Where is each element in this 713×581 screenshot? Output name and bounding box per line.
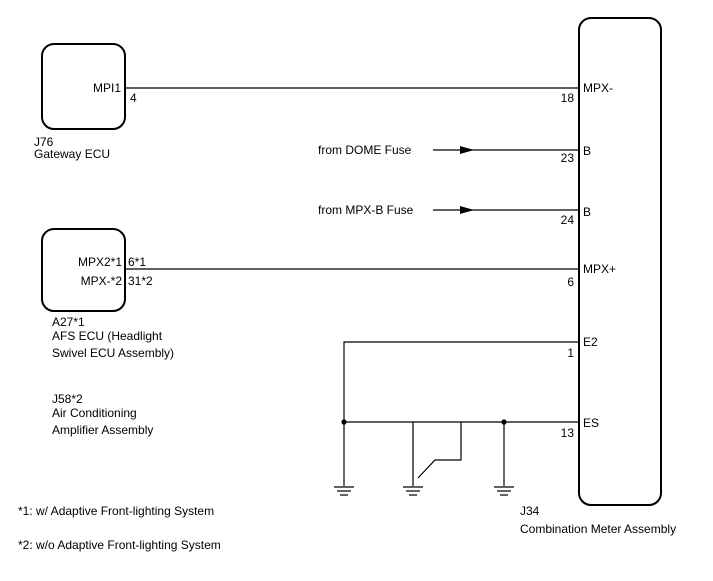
meter-pin-number-18: 18 — [561, 91, 575, 105]
gateway-ecu-pin-number: 4 — [130, 91, 137, 105]
combination-meter-name: Combination Meter Assembly — [520, 522, 676, 536]
meter-pin-label-b-23: B — [583, 144, 591, 158]
combination-meter-code: J34 — [520, 504, 540, 518]
junction-dot-left — [341, 419, 347, 425]
ground-symbol-right — [494, 486, 514, 496]
gateway-ecu-name: Gateway ECU — [34, 147, 110, 161]
ground-symbol-middle — [403, 486, 423, 496]
meter-pin-number-23: 23 — [561, 151, 575, 165]
afs-ecu-pin1-number: 6*1 — [128, 255, 146, 269]
afs-ecu-pin2-number: 31*2 — [128, 274, 153, 288]
meter-pin-number-1: 1 — [567, 346, 574, 360]
mpx-b-fuse-feed: from MPX-B Fuse — [318, 203, 579, 217]
gateway-ecu-box — [41, 43, 126, 130]
afs-ecu-box — [41, 228, 126, 312]
gateway-ecu-code: J76 — [34, 135, 54, 149]
wire-e2-ground — [343, 341, 579, 486]
mpx-b-fuse-label: from MPX-B Fuse — [318, 203, 414, 217]
meter-pin-label-b-24: B — [583, 205, 591, 219]
footnote-1: *1: w/ Adaptive Front-lighting System — [18, 504, 214, 518]
meter-pin-number-13: 13 — [561, 426, 575, 440]
air-conditioning-code: J58*2 — [52, 392, 83, 406]
meter-pin-label-e2: E2 — [583, 335, 598, 349]
combination-meter-box — [578, 17, 662, 506]
afs-ecu-code: A27*1 — [52, 315, 85, 329]
meter-pin-label-mpx-minus: MPX- — [583, 81, 613, 95]
air-conditioning-amplifier: J58*2 Air Conditioning Amplifier Assembl… — [52, 392, 153, 437]
dome-fuse-feed: from DOME Fuse — [318, 143, 579, 157]
air-conditioning-name-line2: Amplifier Assembly — [52, 423, 153, 437]
meter-pin-number-24: 24 — [561, 213, 575, 227]
air-conditioning-name-line1: Air Conditioning — [52, 406, 137, 420]
meter-pin-label-mpx-plus: MPX+ — [583, 262, 616, 276]
combination-meter: MPX- 18 B 23 B 24 MPX+ 6 E2 1 ES 13 J34 … — [520, 17, 676, 536]
ground-symbol-left — [334, 486, 354, 496]
gateway-ecu: MPI1 4 J76 Gateway ECU — [34, 43, 137, 161]
meter-pin-label-es: ES — [583, 416, 599, 430]
wire-ground-switch — [417, 422, 462, 479]
meter-pin-number-6: 6 — [567, 275, 574, 289]
afs-ecu-pin2-label: MPX-*2 — [81, 274, 123, 288]
gateway-ecu-pin-label: MPI1 — [93, 81, 121, 95]
dome-fuse-label: from DOME Fuse — [318, 143, 412, 157]
afs-ecu: MPX2*1 MPX-*2 6*1 31*2 A27*1 AFS ECU (He… — [41, 228, 174, 360]
footnotes: *1: w/ Adaptive Front-lighting System *2… — [18, 504, 221, 552]
footnote-2: *2: w/o Adaptive Front-lighting System — [18, 538, 221, 552]
afs-ecu-name-line1: AFS ECU (Headlight — [52, 329, 163, 343]
afs-ecu-name-line2: Swivel ECU Assembly) — [52, 346, 174, 360]
ground-network — [334, 341, 579, 496]
afs-ecu-pin1-label: MPX2*1 — [78, 255, 122, 269]
